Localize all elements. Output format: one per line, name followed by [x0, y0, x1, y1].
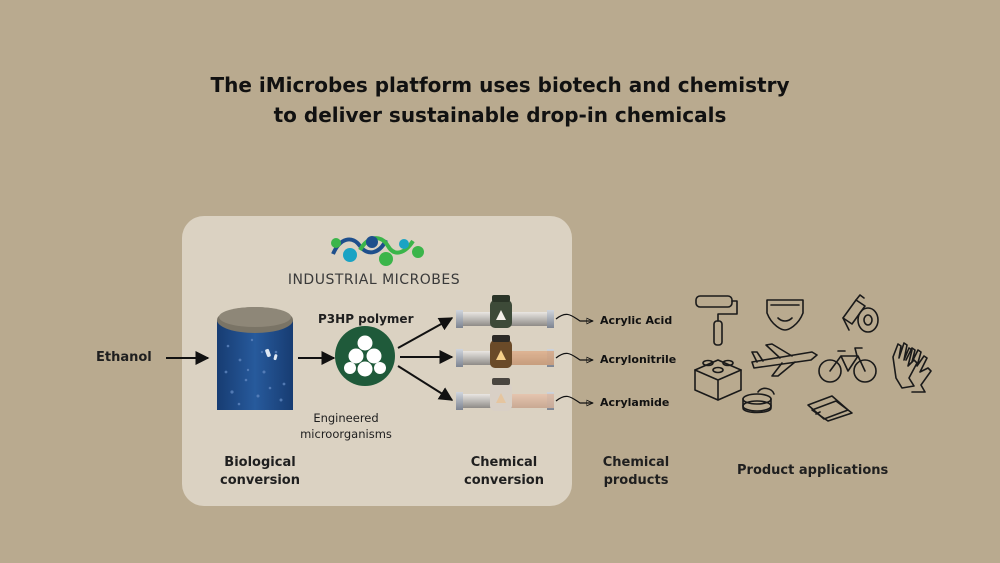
reactor-3: [456, 378, 554, 411]
stage-biological-line-2: conversion: [220, 473, 300, 488]
product-acrylic-acid: Acrylic Acid: [600, 314, 673, 327]
stage-biological: Biological conversion: [210, 454, 310, 490]
stage-biological-line-1: Biological: [224, 455, 296, 470]
fermenter-tank-icon: [217, 307, 293, 410]
arrow-to-reactor-1: [397, 317, 454, 349]
organisms-label: Engineered microorganisms: [296, 410, 396, 442]
diaper-icon: [766, 299, 804, 331]
industrial-microbes-logo: [331, 236, 424, 266]
stage-products: Chemical products: [590, 454, 682, 490]
product-acrylamide: Acrylamide: [600, 396, 670, 409]
stage-products-line-2: products: [603, 473, 669, 488]
toy-brick-icon: [694, 359, 742, 401]
adhesive-tape-icon: [842, 294, 879, 333]
bicycle-icon: [818, 347, 877, 383]
product-acrylonitrile: Acrylonitrile: [600, 353, 677, 366]
stage-chemical-line-1: Chemical: [470, 455, 538, 470]
gloves-icon: [892, 342, 932, 393]
paint-roller-icon: [695, 295, 738, 346]
page-title: The iMicrobes platform uses biotech and …: [0, 70, 1000, 130]
input-ethanol: Ethanol: [96, 350, 152, 365]
connector-acrylamide: [555, 395, 593, 403]
polymer-granules-icon: [335, 326, 395, 386]
organisms-line-2: microorganisms: [300, 427, 392, 441]
stage-chemical: Chemical conversion: [454, 454, 554, 490]
connector-acrylonitrile: [555, 352, 593, 360]
title-line-1: The iMicrobes platform uses biotech and …: [210, 73, 790, 97]
paper-sheets-icon: [807, 395, 853, 422]
airplane-icon: [751, 343, 818, 377]
cream-jar-icon: [742, 387, 775, 414]
stage-applications: Product applications: [737, 463, 889, 478]
organisms-line-1: Engineered: [313, 411, 379, 425]
reactor-1: [456, 295, 554, 328]
reactor-2: [456, 335, 554, 368]
stage-products-line-1: Chemical: [602, 455, 670, 470]
arrow-to-reactor-3: [397, 365, 454, 401]
title-line-2: to deliver sustainable drop-in chemicals: [273, 103, 727, 127]
logo-wordmark: INDUSTRIAL MICROBES: [287, 272, 461, 288]
connector-acrylic-acid: [555, 313, 593, 321]
polymer-label: P3HP polymer: [318, 312, 414, 326]
stage-chemical-line-2: conversion: [464, 473, 544, 488]
